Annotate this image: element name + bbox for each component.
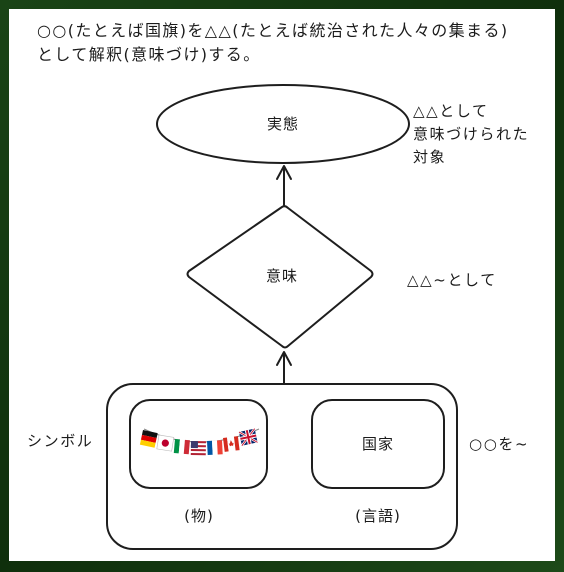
thing-inner-box <box>129 399 268 489</box>
flag-germany-icon <box>139 430 158 448</box>
meaning-label: 意味 <box>265 267 298 285</box>
flag-japan-icon <box>156 434 175 452</box>
caption-line-1: ○○(たとえば国旗)を△△(たとえば統治された人々の集まる) <box>37 21 509 40</box>
flag-canada-icon <box>223 436 240 452</box>
country-inner-box <box>311 399 445 489</box>
diagram-canvas: ○○(たとえば国旗)を△△(たとえば統治された人々の集まる) として解釈(意味づ… <box>9 9 555 561</box>
reality-side-line-2: 意味づけられた <box>413 125 530 143</box>
flag-usa-icon <box>190 441 206 456</box>
diagram-shapes <box>106 84 458 550</box>
symbol-right-label: ○○を~ <box>469 435 530 453</box>
flag-bunting-image <box>139 427 260 456</box>
reality-label: 実態 <box>266 115 299 133</box>
flag-italy-icon <box>173 439 190 455</box>
language-label: (言語) <box>355 507 401 525</box>
meaning-diamond <box>186 205 374 349</box>
thing-label: (物) <box>184 507 214 525</box>
symbol-outer-box <box>106 383 458 550</box>
symbol-side-label: シンボル <box>27 432 94 450</box>
arrow-symbol-to-meaning <box>276 351 292 384</box>
meaning-side-label: △△~として <box>407 271 497 289</box>
reality-side-line-3: 対象 <box>413 148 447 166</box>
reality-side-line-1: △△として <box>413 102 489 120</box>
flag-uk-icon <box>238 427 259 447</box>
flag-france-icon <box>207 440 223 455</box>
reality-ellipse <box>156 84 410 164</box>
caption-line-2: として解釈(意味づけ)する。 <box>37 45 261 64</box>
country-label: 国家 <box>361 435 394 453</box>
arrow-meaning-to-reality <box>276 165 292 206</box>
